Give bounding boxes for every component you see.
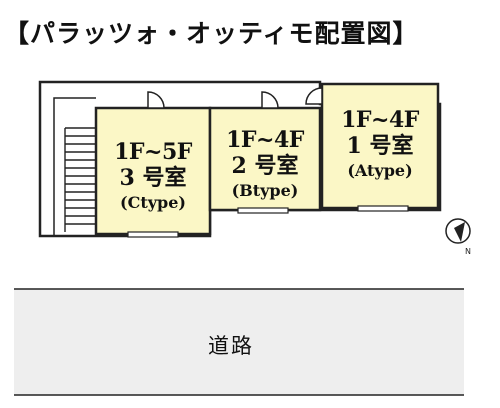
road-label: 道路 (208, 334, 254, 358)
unit-3-floors: 1F~5F (114, 139, 192, 165)
unit-1-label: 1F~4F 1 号室 (Atype) (322, 107, 438, 181)
unit-2-type: (Btype) (231, 180, 299, 200)
road (14, 289, 464, 395)
unit-3-label: 1F~5F 3 号室 (Ctype) (96, 139, 210, 213)
unit-1-room-number: 1 号室 (346, 132, 414, 159)
unit-1-floors: 1F~4F (341, 107, 419, 133)
unit-3-type: (Ctype) (120, 192, 186, 212)
unit-2-label: 1F~4F 2 号室 (Btype) (210, 127, 320, 201)
stairs (64, 127, 96, 232)
north-arrow-icon (445, 218, 471, 244)
windows (127, 205, 409, 238)
door-unit-1 (305, 87, 323, 105)
page-title: 【パラッツォ・オッティモ配置図】 (4, 19, 419, 48)
corridor-wall (53, 97, 96, 236)
door-unit-3 (147, 91, 165, 109)
north-label: N (465, 247, 471, 256)
unit-2-room-number: 2 号室 (231, 152, 299, 179)
door-unit-2 (261, 91, 279, 109)
unit-2-floors: 1F~4F (226, 127, 304, 153)
unit-3-room-number: 3 号室 (119, 164, 187, 191)
north-arrow: N (441, 214, 477, 262)
unit-1-type: (Atype) (347, 160, 413, 180)
